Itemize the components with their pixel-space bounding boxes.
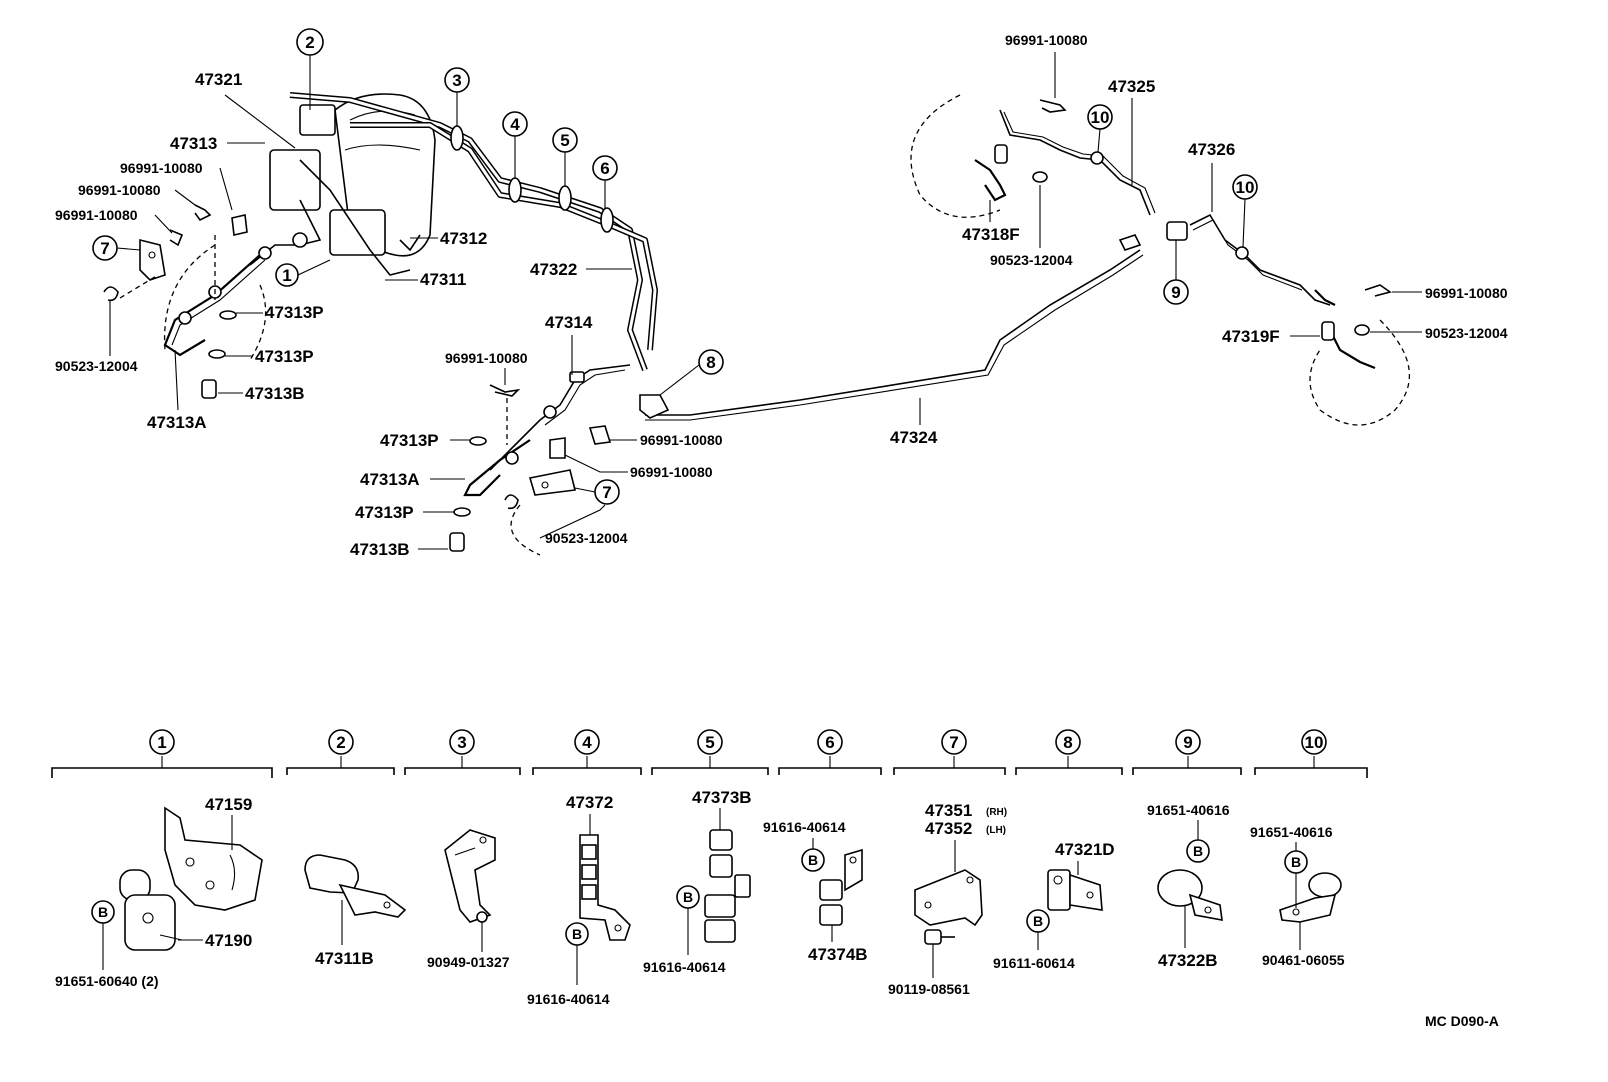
label-96991-e: 96991-10080 <box>640 432 723 448</box>
label-47352: 47352 <box>925 819 972 838</box>
lower-part-drawings <box>119 806 1342 951</box>
label-47374B: 47374B <box>808 945 868 964</box>
label-47313P-c: 47313P <box>380 431 439 450</box>
label-90461-06055: 90461-06055 <box>1262 952 1345 968</box>
callout-6: 6 <box>600 159 609 178</box>
lower-part-labels: 47159 47190 B 91651-60640 (2) 47311B 909… <box>55 788 1345 1007</box>
callout-7b: 7 <box>602 483 611 502</box>
bolt-marker-10: B <box>1291 854 1301 870</box>
callout-1: 1 <box>282 266 291 285</box>
label-47314: 47314 <box>545 313 593 332</box>
bolt-marker-6: B <box>808 852 818 868</box>
label-90119-08561: 90119-08561 <box>888 981 970 997</box>
label-47159: 47159 <box>205 795 252 814</box>
label-47312: 47312 <box>440 229 487 248</box>
label-47313P-d: 47313P <box>355 503 414 522</box>
label-91616-40614-c: 91616-40614 <box>763 819 846 835</box>
center-pipe-assembly <box>449 249 1144 556</box>
label-47318F: 47318F <box>962 225 1020 244</box>
group-number-4: 4 <box>582 733 592 752</box>
label-91616-40614-a: 91616-40614 <box>527 991 610 1007</box>
label-47372: 47372 <box>566 793 613 812</box>
label-47324: 47324 <box>890 428 938 447</box>
callout-2: 2 <box>305 33 314 52</box>
label-91651-40616-b: 91651-40616 <box>1250 824 1333 840</box>
group-number-3: 3 <box>457 733 466 752</box>
label-91651-40616-a: 91651-40616 <box>1147 802 1230 818</box>
label-47373B: 47373B <box>692 788 752 807</box>
label-47313B-a: 47313B <box>245 384 305 403</box>
label-47313P-a: 47313P <box>265 303 324 322</box>
label-47313A-a: 47313A <box>147 413 207 432</box>
bolt-marker-5: B <box>683 889 693 905</box>
label-91611-60614: 91611-60614 <box>993 955 1075 971</box>
label-96991-g: 96991-10080 <box>1005 32 1088 48</box>
label-47190: 47190 <box>205 931 252 950</box>
callout-10a: 10 <box>1091 108 1110 127</box>
group-number-9: 9 <box>1183 733 1192 752</box>
bolt-marker-9: B <box>1193 843 1203 859</box>
label-47319F: 47319F <box>1222 327 1280 346</box>
label-47311B: 47311B <box>315 949 374 968</box>
label-96991-b: 96991-10080 <box>78 182 161 198</box>
label-47313P-b: 47313P <box>255 347 314 366</box>
label-91651-60640: 91651-60640 (2) <box>55 973 159 989</box>
footer-code: MC D090-A <box>1425 1013 1499 1029</box>
lower-group-brackets <box>51 756 1368 778</box>
callout-4: 4 <box>510 115 520 134</box>
bolt-marker-4: B <box>572 926 582 942</box>
upper-part-labels: 47321 47313 96991-10080 96991-10080 9699… <box>55 32 1508 559</box>
label-47322: 47322 <box>530 260 577 279</box>
label-90949-01327: 90949-01327 <box>427 954 510 970</box>
group-number-6: 6 <box>825 733 834 752</box>
label-96991-h: 96991-10080 <box>1425 285 1508 301</box>
label-47351: 47351 <box>925 801 972 820</box>
label-47321D: 47321D <box>1055 840 1115 859</box>
label-96991-f: 96991-10080 <box>630 464 713 480</box>
label-47311: 47311 <box>420 270 466 289</box>
label-96991-a: 96991-10080 <box>120 160 203 176</box>
callout-7a: 7 <box>100 239 109 258</box>
label-96991-d: 96991-10080 <box>445 350 528 366</box>
label-47313B-b: 47313B <box>350 540 410 559</box>
callout-3: 3 <box>452 71 461 90</box>
label-47326: 47326 <box>1188 140 1235 159</box>
label-47313A-b: 47313A <box>360 470 420 489</box>
master-cylinder-assembly <box>103 92 658 399</box>
upper-callouts: 1 2 3 4 5 6 7 7 8 9 10 10 <box>92 28 1258 505</box>
group-number-5: 5 <box>705 733 714 752</box>
group-number-7: 7 <box>949 733 958 752</box>
label-90523-c: 90523-12004 <box>990 252 1073 268</box>
label-90523-a: 90523-12004 <box>55 358 138 374</box>
group-number-10: 10 <box>1305 733 1324 752</box>
lower-group-numbers: 1 2 3 4 5 6 7 8 9 10 <box>149 729 1327 755</box>
callout-9: 9 <box>1171 283 1180 302</box>
callout-10b: 10 <box>1236 178 1255 197</box>
label-91616-40614-b: 91616-40614 <box>643 959 726 975</box>
group-number-8: 8 <box>1063 733 1072 752</box>
label-47313: 47313 <box>170 134 217 153</box>
label-90523-b: 90523-12004 <box>545 530 628 546</box>
bolt-marker-1: B <box>98 904 108 920</box>
label-47321: 47321 <box>195 70 242 89</box>
rear-axle-assembly <box>910 94 1410 426</box>
label-47322B: 47322B <box>1158 951 1218 970</box>
label-47352-lh: (LH) <box>986 825 1006 836</box>
bolt-marker-8: B <box>1033 913 1043 929</box>
label-47351-rh: (RH) <box>986 807 1007 818</box>
label-96991-c: 96991-10080 <box>55 207 138 223</box>
callout-8: 8 <box>706 353 715 372</box>
label-90523-d: 90523-12004 <box>1425 325 1508 341</box>
group-number-2: 2 <box>336 733 345 752</box>
group-number-1: 1 <box>157 733 166 752</box>
label-47325: 47325 <box>1108 77 1155 96</box>
callout-5: 5 <box>560 131 569 150</box>
